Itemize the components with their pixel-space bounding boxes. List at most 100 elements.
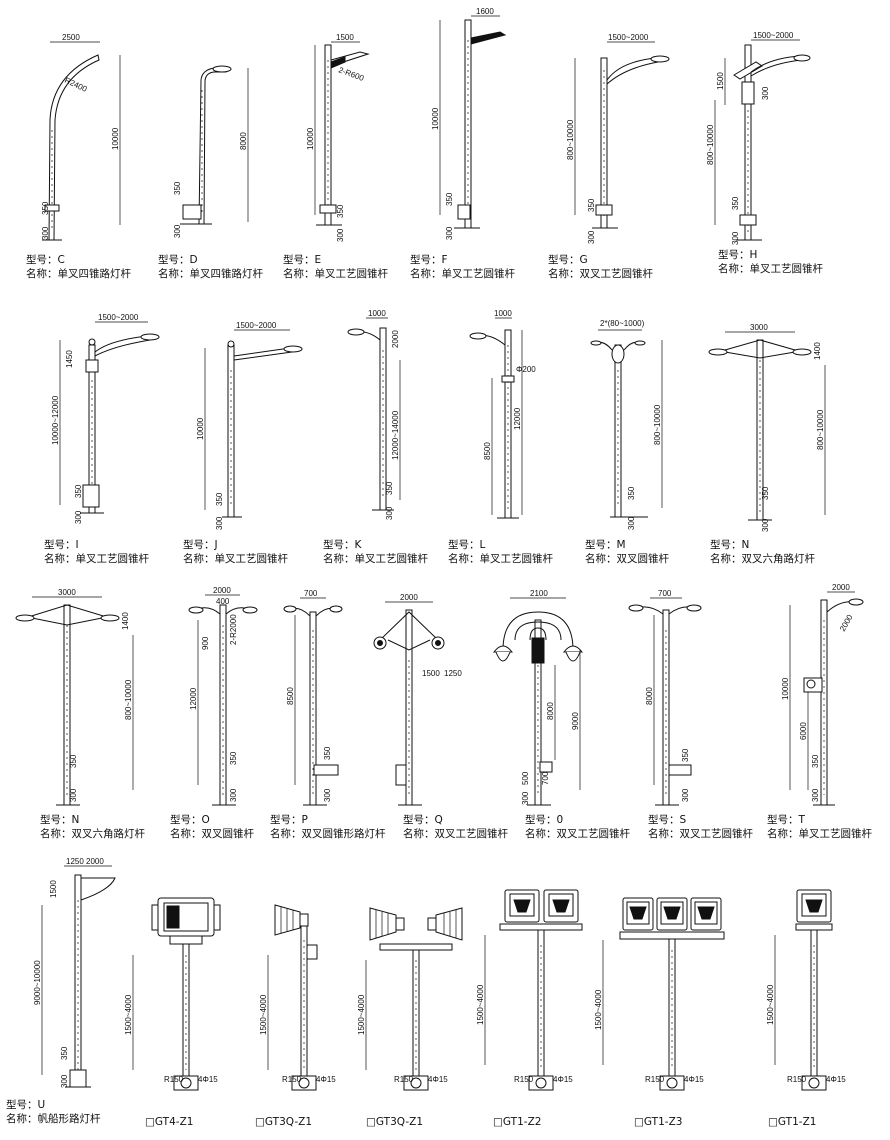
- caption-model-s: 型号：S: [648, 813, 686, 826]
- code-gt3q-z1-b: □GT3Q-Z1: [366, 1116, 423, 1128]
- pole-t: 2000 2000 10000 6000 350 300 型号：T 名称：单叉工…: [767, 583, 872, 840]
- code-gt4-z1: □GT4-Z1: [145, 1116, 193, 1128]
- dim-k-b2: 300: [385, 506, 394, 520]
- dim-t-h2: 6000: [799, 722, 808, 740]
- dim-o-b2: 300: [229, 788, 238, 802]
- caption-model-t: 型号：T: [767, 813, 805, 826]
- dim-m-b2: 300: [627, 516, 636, 530]
- caption-model-c: 型号：C: [26, 253, 65, 266]
- code-gt1-z2: □GT1-Z2: [493, 1116, 541, 1128]
- caption-model-u: 型号：U: [6, 1098, 45, 1111]
- dim-o2-arm: 2100: [530, 589, 548, 598]
- caption-model-l: 型号：L: [448, 538, 485, 551]
- code-gt3q-z1-a: □GT3Q-Z1: [255, 1116, 312, 1128]
- dim-gt1z1-base-b: 4Φ15: [826, 1075, 846, 1084]
- caption-model-h: 型号：H: [718, 248, 757, 261]
- dim-k-arm: 1000: [368, 309, 386, 318]
- caption-name-t: 名称：单叉工艺圆锥杆: [767, 827, 872, 840]
- pole-g: 1500~2000 800~10000 350 300 型号：G 名称：双叉工艺…: [548, 33, 670, 280]
- caption-model-e: 型号：E: [283, 253, 321, 266]
- dim-i-arm: 1500~2000: [98, 313, 139, 322]
- dim-gt1z3-base-b: 4Φ15: [684, 1075, 704, 1084]
- dim-gt4-height: 1500~4000: [124, 994, 133, 1035]
- dim-p-height: 8500: [286, 687, 295, 705]
- dim-j-b1: 350: [215, 492, 224, 506]
- caption-model-o2: 型号：0: [525, 813, 563, 826]
- caption-name-f: 名称：单叉工艺圆锥杆: [410, 267, 515, 280]
- dim-n2-height: 800~10000: [124, 679, 133, 720]
- dim-d-height: 8000: [239, 132, 248, 150]
- dim-j-arm: 1500~2000: [236, 321, 277, 330]
- dim-n2-arm: 3000: [58, 588, 76, 597]
- caption-name-l: 名称：单叉工艺圆锥杆: [448, 552, 553, 565]
- caption-name-k: 名称：单叉工艺圆锥杆: [323, 552, 428, 565]
- dim-p-arm: 700: [304, 589, 318, 598]
- highmast-gt3q-z1-single: 1500~4000 R150 4Φ15 □GT3Q-Z1: [255, 904, 336, 1128]
- pole-f: 1600 10000 350 300 型号：F 名称：单叉工艺圆锥杆: [410, 7, 515, 280]
- pole-0-ornamental: 2100 8000 9000 500 300 700 型号：0 名称：双叉工艺圆…: [492, 589, 630, 840]
- dim-o2-h2: 9000: [571, 712, 580, 730]
- dim-s-b1: 350: [681, 748, 690, 762]
- dim-s-arm: 700: [658, 589, 672, 598]
- dim-n1-b2: 300: [761, 518, 770, 532]
- dim-e-height: 10000: [306, 127, 315, 150]
- dim-k-top: 2000: [391, 330, 400, 348]
- dim-gt3q-b-height: 1500~4000: [357, 994, 366, 1035]
- pole-l: 1000 Φ200 8500 12000 型号：L 名称：单叉工艺圆锥杆: [448, 309, 553, 565]
- dim-f-arm: 1600: [476, 7, 494, 16]
- caption-name-q: 名称：双叉工艺圆锥杆: [403, 827, 508, 840]
- caption-model-k: 型号：K: [323, 538, 362, 551]
- dim-q-s2: 1250: [444, 669, 462, 678]
- pole-n-row3: 3000 1400 800~10000 350 300 型号：N 名称：双叉六角…: [15, 588, 145, 840]
- dim-o2-b1: 500: [521, 771, 530, 785]
- dim-i-top: 1450: [65, 350, 74, 368]
- caption-name-p: 名称：双叉圆锥形路灯杆: [270, 827, 386, 840]
- dim-p-b2: 300: [323, 788, 332, 802]
- pole-q: 2000 1500 1250 型号：Q 名称：双叉工艺圆锥杆: [373, 593, 508, 840]
- dim-c-b1: 350: [41, 201, 50, 215]
- code-gt1-z3: □GT1-Z3: [634, 1116, 682, 1128]
- dim-o2-b2: 300: [521, 791, 530, 805]
- dim-u-b2: 300: [60, 1074, 69, 1088]
- caption-name-o: 名称：双叉圆锥杆: [170, 827, 254, 840]
- code-gt1-z1: □GT1-Z1: [768, 1116, 816, 1128]
- dim-m-arm: 2*(80~1000): [600, 319, 645, 328]
- caption-name-o2: 名称：双叉工艺圆锥杆: [525, 827, 630, 840]
- caption-name-s: 名称：双叉工艺圆锥杆: [648, 827, 753, 840]
- dim-u-arm: 1250 2000: [66, 857, 104, 866]
- dim-o2-h1: 8000: [546, 702, 555, 720]
- pole-m: 2*(80~1000) 800~10000 350 300 型号：M 名称：双叉…: [585, 319, 669, 565]
- highmast-gt1-z1: 1500~4000 R150 4Φ15 □GT1-Z1: [766, 889, 846, 1128]
- caption-name-c: 名称：单叉四锥路灯杆: [26, 267, 131, 280]
- dim-m-height: 800~10000: [653, 404, 662, 445]
- dim-n1-b1: 350: [761, 486, 770, 500]
- dim-h-height: 800~10000: [706, 124, 715, 165]
- dim-f-b2: 300: [445, 226, 454, 240]
- dim-h-b1: 350: [731, 196, 740, 210]
- dim-e-b2: 300: [336, 228, 345, 242]
- pole-k: 1000 2000 12000~14000 350 300 型号：K 名称：单叉…: [323, 309, 428, 565]
- dim-n1-top: 1400: [813, 342, 822, 360]
- dim-h-r: 300: [761, 86, 770, 100]
- dim-i-height: 10000~12000: [51, 395, 60, 445]
- caption-model-f: 型号：F: [410, 253, 448, 266]
- caption-model-o: 型号：O: [170, 813, 210, 826]
- caption-model-q: 型号：Q: [403, 813, 443, 826]
- dim-m-b1: 350: [627, 486, 636, 500]
- dim-n1-height: 800~10000: [816, 409, 825, 450]
- dim-gt3q-a-height: 1500~4000: [259, 994, 268, 1035]
- dim-e-b1: 350: [336, 204, 345, 218]
- highmast-gt4-z1: 1500~4000 R150 4Φ15 □GT4-Z1: [124, 897, 221, 1128]
- pole-c: 2500 R2400 10000 350 300 型号：C 名称：单叉四锥路灯杆: [26, 33, 131, 280]
- dim-q-arm: 2000: [400, 593, 418, 602]
- dim-e-arm: 1500: [336, 33, 354, 42]
- dim-g-b2: 300: [587, 230, 596, 244]
- dim-c-height: 10000: [111, 127, 120, 150]
- dim-o-radius: 2-R2000: [229, 614, 238, 645]
- dim-j-height: 10000: [196, 417, 205, 440]
- caption-name-h: 名称：单叉工艺圆锥杆: [718, 262, 823, 275]
- dim-p-b1: 350: [323, 746, 332, 760]
- caption-name-g: 名称：双叉工艺圆锥杆: [548, 267, 653, 280]
- pole-o: 2000 400 2-R2000 900 12000 350 300 型号：O …: [170, 586, 258, 840]
- dim-l-diameter: Φ200: [516, 365, 536, 374]
